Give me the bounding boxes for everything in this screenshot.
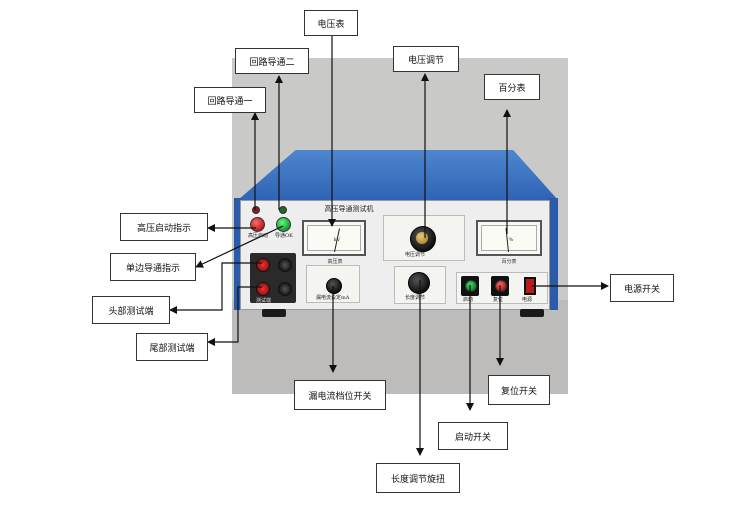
power-label: 电源 [522,297,533,303]
percent-meter-face [481,225,537,251]
hv-lamp-label: 高压启动 [248,233,269,239]
test-port-label: 测试端 [256,298,272,304]
voltmeter: kV [302,220,366,256]
voltmeter-face [307,225,361,251]
reset-button[interactable] [495,280,507,292]
callout-percent-meter: 百分表 [484,74,540,100]
voltage-knob-label: 电压调节 [405,252,426,258]
callout-length-knob: 长度调节旋扭 [376,463,460,493]
device-side-right [548,198,558,310]
tail-terminal-black[interactable] [278,282,292,296]
percent-meter: % [476,220,542,256]
callout-circuit-2: 回路导通二 [235,48,309,74]
device-side-left [234,198,242,310]
start-label: 启动 [463,297,474,303]
leader-single-side [195,225,284,268]
callout-power-switch: 电源开关 [610,274,674,302]
ok-lamp [276,217,291,232]
ok-lamp-label: 导通OK [275,233,293,239]
callout-head-test-terminal: 头部测试端 [92,296,170,324]
voltmeter-unit: kV [333,237,341,243]
percent-meter-caption: 百分表 [501,259,517,265]
head-terminal-black[interactable] [278,258,292,272]
leak-current-knob[interactable] [326,278,342,294]
start-button[interactable] [465,280,477,292]
voltmeter-caption: 高压表 [327,259,343,265]
leader-tail-terminal [207,286,262,346]
leader-head-terminal [169,262,262,314]
device-foot-right [520,309,544,317]
device-lid [238,150,558,200]
length-adjust-knob[interactable] [408,272,430,294]
callout-single-side-indicator: 单边导通指示 [110,253,196,281]
tail-terminal-red[interactable] [256,282,270,296]
percent-meter-unit: % [508,237,514,243]
device-title: 高压导通测试机 [324,205,374,213]
reset-label: 复位 [493,297,504,303]
head-terminal-red[interactable] [256,258,270,272]
callout-circuit-1: 回路导通一 [194,87,266,113]
callout-tail-test-terminal: 尾部测试端 [136,333,208,361]
length-knob-label: 长度调节 [405,295,426,301]
callout-reset-switch: 复位开关 [488,375,550,405]
callout-hv-start-indicator: 高压启动指示 [120,213,208,241]
callout-voltage-adjust: 电压调节 [393,46,459,72]
device-foot-left [262,309,286,317]
circuit-1-lamp [252,206,260,214]
callout-voltmeter: 电压表 [304,10,358,36]
callout-start-switch: 启动开关 [438,422,508,450]
callout-leak-current-switch: 漏电流档位开关 [294,380,386,410]
